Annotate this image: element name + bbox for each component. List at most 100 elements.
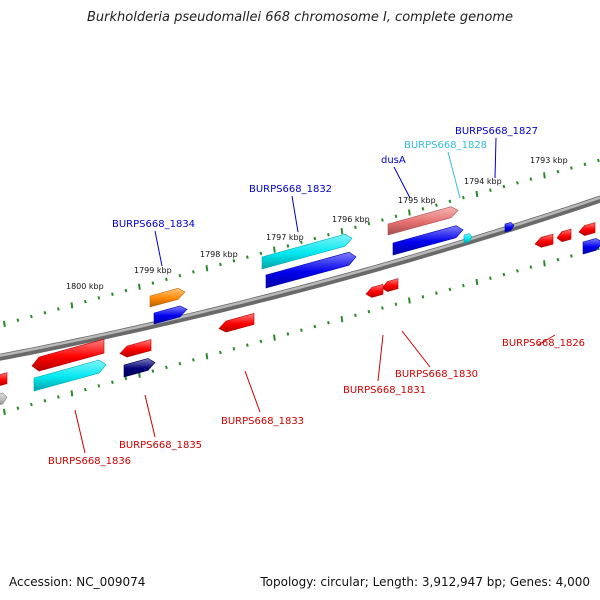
label-leaders — [74, 137, 556, 454]
gene-label[interactable]: BURPS668_1833 — [221, 416, 304, 427]
minor-tick — [192, 270, 195, 274]
minor-tick — [489, 188, 492, 193]
cds-1836-arrow — [31, 338, 105, 372]
gene-1828-arrow — [463, 233, 473, 244]
accession-label: Accession: NC_009074 — [9, 575, 146, 589]
minor-tick — [421, 207, 425, 211]
cds-1834-arrow — [153, 305, 188, 325]
major-tick — [3, 320, 6, 328]
minor-tick — [124, 376, 128, 381]
gene-1836-arrow — [33, 359, 107, 392]
gene-label[interactable]: BURPS668_1835 — [119, 440, 202, 451]
major-tick — [70, 302, 74, 309]
minor-tick — [57, 395, 60, 399]
scale-label: 1795 kbp — [398, 196, 436, 205]
minor-tick — [516, 181, 519, 185]
minor-tick — [489, 276, 492, 281]
gene-label[interactable]: BURPS668_1832 — [249, 184, 332, 195]
outer-tick-track — [3, 158, 600, 328]
leader-line — [447, 151, 461, 199]
minor-tick — [151, 281, 155, 285]
gene-label[interactable]: BURPS668_1831 — [343, 385, 426, 396]
scale-label: 1799 kbp — [134, 266, 172, 275]
minor-tick — [556, 169, 560, 174]
minor-tick — [327, 321, 330, 325]
major-tick — [408, 297, 411, 304]
major-tick — [205, 265, 209, 272]
major-tick — [543, 260, 546, 267]
minor-tick — [259, 339, 263, 344]
minor-tick — [570, 166, 573, 170]
minor-tick — [502, 184, 506, 189]
minor-tick — [151, 369, 155, 373]
minor-tick — [300, 240, 303, 244]
gene-1834-arrow — [149, 287, 186, 308]
minor-tick — [367, 309, 371, 314]
minor-tick — [354, 225, 357, 230]
minor-tick — [259, 251, 263, 256]
minor-tick — [421, 295, 425, 299]
cds-1825-arrow — [578, 222, 596, 236]
minor-tick — [367, 221, 371, 226]
minor-tick — [435, 203, 438, 207]
feature-layer — [0, 206, 600, 405]
major-tick — [543, 172, 546, 179]
leader-line — [537, 334, 556, 346]
gene-label[interactable]: BURPS668_1828 — [404, 140, 487, 151]
minor-tick — [16, 406, 20, 410]
gene-label[interactable]: BURPS668_1826 — [502, 338, 585, 349]
cds-1824-arrow — [582, 238, 600, 255]
major-tick — [273, 246, 276, 253]
minor-tick — [30, 402, 33, 407]
minor-tick — [246, 255, 249, 259]
minor-tick — [111, 380, 114, 384]
minor-tick — [394, 214, 398, 218]
gene-label[interactable]: BURPS668_1836 — [48, 456, 131, 467]
leader-line — [401, 330, 431, 368]
minor-tick — [232, 347, 236, 351]
cds-1837-arrow — [0, 372, 8, 386]
minor-tick — [232, 259, 236, 263]
gene-1837-arrow — [0, 392, 8, 405]
map-title: Burkholderia pseudomallei 668 chromosome… — [86, 10, 514, 25]
minor-tick — [570, 254, 573, 258]
minor-tick — [354, 313, 357, 318]
major-tick — [340, 227, 344, 235]
minor-tick — [165, 277, 168, 282]
minor-tick — [327, 233, 330, 237]
minor-tick — [178, 273, 182, 278]
minor-tick — [381, 306, 384, 310]
major-tick — [408, 209, 411, 216]
scale-label: 1797 kbp — [266, 233, 304, 242]
cds-1828-arrow — [534, 233, 554, 248]
minor-tick — [43, 311, 47, 315]
leader-line — [393, 166, 411, 199]
minor-tick — [529, 265, 533, 269]
gene-label[interactable]: BURPS668_1834 — [112, 219, 195, 230]
major-tick — [3, 408, 6, 416]
gene-1827-arrow — [504, 222, 515, 233]
inner-tick-track — [3, 246, 600, 416]
gene-label[interactable]: BURPS668_1830 — [395, 369, 478, 380]
gene-label[interactable]: BURPS668_1827 — [455, 126, 538, 137]
leader-line — [377, 334, 384, 382]
minor-tick — [381, 218, 384, 222]
minor-tick — [462, 283, 465, 288]
gene-label[interactable]: dusA — [381, 155, 406, 166]
minor-tick — [516, 269, 519, 273]
minor-tick — [313, 324, 317, 329]
gene-dusa-arrow — [387, 206, 459, 236]
minor-tick — [16, 318, 20, 322]
major-tick — [138, 283, 141, 290]
major-tick — [475, 278, 479, 286]
minor-tick — [57, 307, 60, 311]
minor-tick — [178, 361, 182, 366]
cds-1833-arrow — [218, 313, 255, 333]
leader-line — [74, 409, 86, 454]
major-tick — [340, 315, 344, 323]
minor-tick — [529, 177, 533, 181]
minor-tick — [286, 332, 290, 336]
